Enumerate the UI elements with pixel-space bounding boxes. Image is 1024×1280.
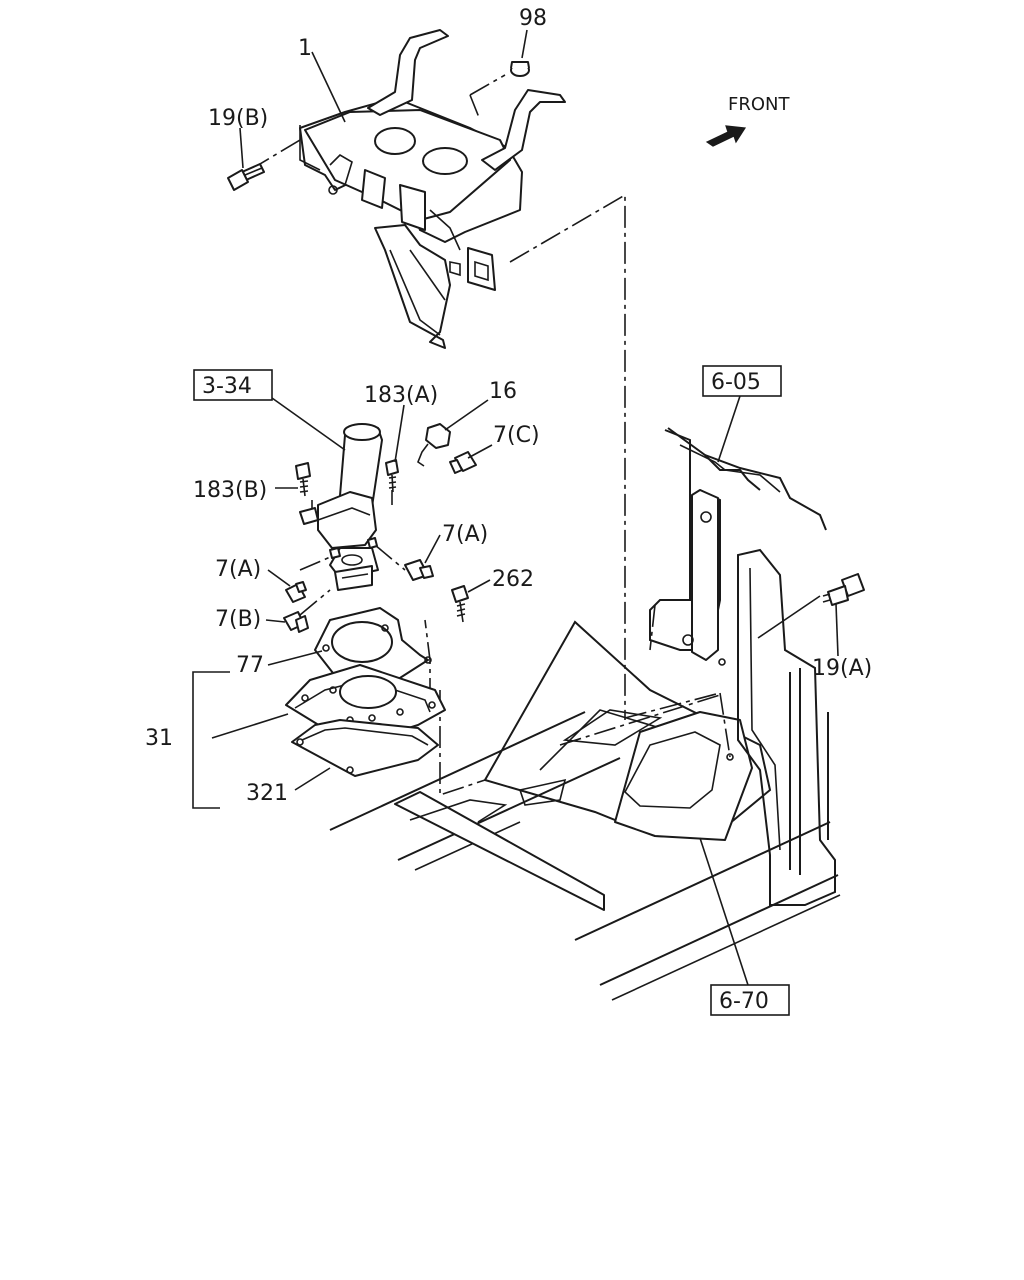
ref-3-34: 3-34 [202, 374, 252, 399]
cab-floor-panel [329, 427, 841, 1001]
brake-lever-valve [299, 423, 383, 591]
callout-1: 1 [298, 36, 312, 61]
switch-16 [417, 423, 451, 467]
callout-7b: 7(B) [215, 607, 261, 632]
callout-19b: 19(B) [208, 106, 268, 131]
bolt-19b [227, 163, 265, 191]
ref-box-6-70: 6-70 [710, 984, 790, 1016]
front-direction-arrow-icon [705, 125, 747, 147]
leader-lines [192, 29, 839, 986]
ref-6-05: 6-05 [711, 370, 761, 395]
ref-box-3-34: 3-34 [193, 369, 273, 401]
bolt-183b [295, 462, 311, 497]
callout-98: 98 [519, 6, 547, 31]
bolt-183a [385, 459, 399, 493]
callout-7a-left: 7(A) [215, 557, 261, 582]
callout-labels: 98 1 19(B) FRONT 183(A) 16 7(C) 183(B) 7… [145, 6, 872, 806]
fitting-7a-right [404, 559, 434, 581]
callout-183a: 183(A) [364, 383, 438, 408]
callout-7a-right: 7(A) [442, 522, 488, 547]
callout-321: 321 [246, 781, 288, 806]
bolt-262 [451, 585, 469, 623]
boot-plate-31 [285, 664, 446, 741]
ref-6-70: 6-70 [719, 989, 769, 1014]
gasket-321 [291, 719, 439, 777]
callout-31: 31 [145, 726, 173, 751]
fitting-7b [283, 611, 309, 633]
ref-box-6-05: 6-05 [702, 365, 782, 397]
callout-7c: 7(C) [493, 423, 540, 448]
callout-262: 262 [492, 567, 534, 592]
callout-77: 77 [236, 653, 264, 678]
callout-16: 16 [489, 379, 517, 404]
dash-connectors [249, 74, 731, 797]
callout-183b: 183(B) [193, 478, 267, 503]
reference-boxes: 3-34 6-05 6-70 [193, 365, 790, 1016]
front-label: FRONT [728, 94, 790, 115]
clip-nut-98 [510, 61, 530, 77]
callout-19a: 19(A) [812, 656, 872, 681]
bolt-19a [822, 573, 865, 606]
fitting-7a-left [285, 581, 307, 603]
pedal-bracket-assembly [299, 29, 566, 349]
